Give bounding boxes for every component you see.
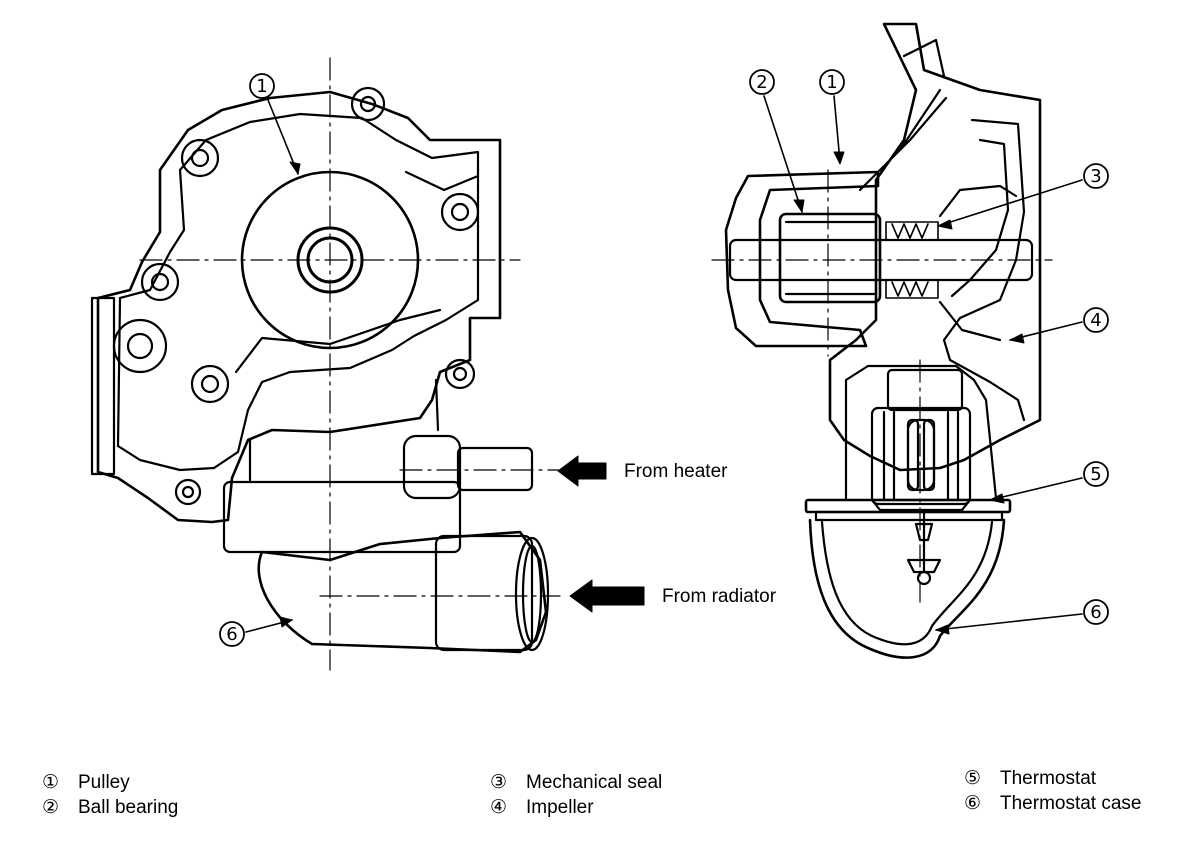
- left-pump-front-view: 1 6: [90, 57, 645, 671]
- label-from-heater: From heater: [624, 461, 728, 482]
- svg-text:6: 6: [1090, 602, 1101, 623]
- callout-right-pulley: 1: [819, 69, 845, 165]
- left-mount-boss: [90, 296, 116, 476]
- legend-label: Impeller: [526, 797, 594, 818]
- label-from-radiator: From radiator: [662, 586, 777, 607]
- callout-left-case: 6: [219, 616, 293, 647]
- legend-label: Mechanical seal: [526, 772, 663, 793]
- callout-right-bearing: 2: [749, 69, 805, 213]
- svg-text:5: 5: [1090, 464, 1101, 485]
- right-thermostat-cup: [886, 368, 964, 412]
- right-jacket-inner: [950, 138, 1010, 298]
- left-heater-pipe: [456, 446, 534, 492]
- svg-text:4: 4: [1090, 310, 1101, 331]
- legend-number: ③: [490, 772, 508, 793]
- callout-left-pulley: 1: [249, 73, 301, 175]
- right-pulley-flange: [724, 170, 880, 348]
- left-heater-boss: [402, 434, 462, 500]
- svg-text:2: 2: [756, 72, 767, 93]
- svg-text:3: 3: [1090, 166, 1101, 187]
- legend-number: ④: [490, 797, 508, 818]
- left-rib-upper: [404, 170, 480, 192]
- legend-item-mechanical-seal: ③ Mechanical seal: [490, 771, 662, 795]
- right-water-jacket: [942, 118, 1026, 422]
- legend-number: ⑥: [964, 793, 982, 814]
- left-case-band: [222, 480, 462, 554]
- legend-number: ⑤: [964, 768, 982, 789]
- right-ball-bearing: [778, 212, 882, 304]
- right-center-lines: [711, 169, 1053, 603]
- right-thermostat: [870, 406, 972, 512]
- legend-item-impeller: ④ Impeller: [490, 796, 594, 820]
- callout-right-seal: 3: [937, 163, 1109, 230]
- left-rib-lower: [234, 308, 442, 374]
- arrow-from-heater: [557, 455, 607, 487]
- left-radiator-nozzle: [434, 534, 534, 652]
- legend-item-thermostat: ⑤ Thermostat: [964, 767, 1096, 791]
- right-thermostat-valve: [906, 508, 942, 586]
- svg-text:1: 1: [826, 72, 837, 93]
- svg-text:1: 1: [256, 76, 267, 97]
- left-bolt-bosses: [112, 86, 480, 506]
- right-thermostat-chamber: [844, 364, 998, 502]
- left-housing-outline: [96, 90, 502, 524]
- right-housing-web: [858, 38, 948, 192]
- right-mechanical-seal: [885, 221, 939, 299]
- callout-right-thermostat: 5: [989, 461, 1109, 504]
- legend-label: Thermostat: [1000, 768, 1097, 789]
- callout-right-impeller: 4: [1009, 307, 1109, 344]
- svg-text:6: 6: [226, 624, 237, 645]
- legend-label: Pulley: [78, 772, 130, 793]
- legend-label: Thermostat case: [1000, 793, 1142, 814]
- legend-item-pulley: ① Pulley: [42, 771, 130, 795]
- legend-number: ②: [42, 797, 60, 818]
- left-center-lines: [139, 57, 561, 671]
- callout-right-case: 6: [935, 599, 1109, 635]
- legend-item-ball-bearing: ② Ball bearing: [42, 796, 178, 820]
- right-pump-cross-section: 2 1 3 4 5 6: [711, 22, 1109, 659]
- left-rib-body: [248, 378, 440, 482]
- right-impeller: [938, 184, 1018, 342]
- right-thermostat-case: [808, 518, 1006, 659]
- legend-number: ①: [42, 772, 60, 793]
- right-housing-outline: [828, 22, 1042, 472]
- legend-item-thermostat-case: ⑥ Thermostat case: [964, 792, 1142, 816]
- left-thermostat-case: [257, 530, 548, 654]
- arrow-from-radiator: [569, 579, 645, 613]
- left-radiator-nozzle-mouth: [514, 536, 550, 652]
- legend-label: Ball bearing: [78, 797, 179, 818]
